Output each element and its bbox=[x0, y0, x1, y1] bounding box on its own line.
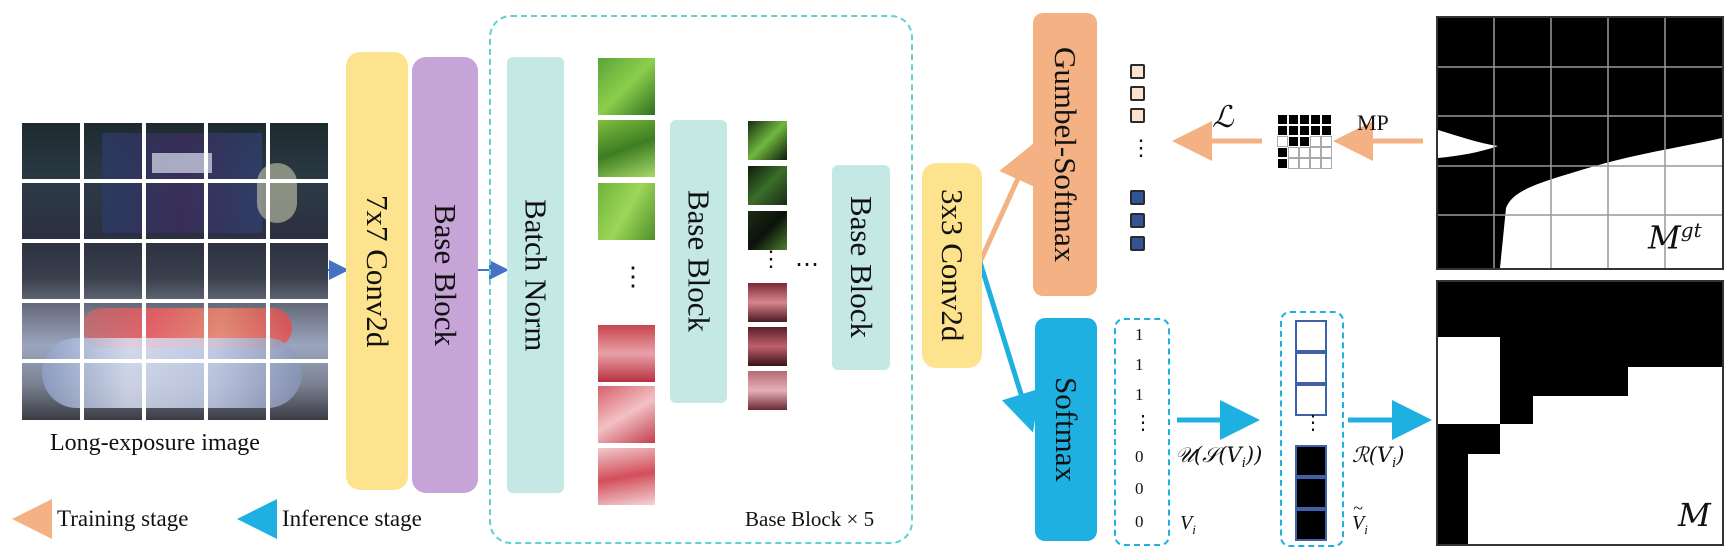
vi-value-0: 1 bbox=[1135, 325, 1144, 344]
vi-tilde-cell-6 bbox=[1295, 509, 1327, 541]
feature-map-small-3 bbox=[748, 211, 787, 250]
mp-label: MP bbox=[1357, 110, 1389, 135]
batch-norm-block: Batch Norm bbox=[507, 57, 564, 493]
softmax-label: Softmax bbox=[1049, 376, 1084, 483]
base-block-2-label: Base Block bbox=[681, 190, 717, 333]
vi-label: Vi bbox=[1180, 512, 1196, 537]
feature-map-small-5 bbox=[748, 327, 787, 366]
conv7-block: 7x7 Conv2d bbox=[346, 52, 408, 490]
r-function-label: ℛ(Vi) bbox=[1352, 443, 1405, 472]
vi-tilde-label: ~Vi bbox=[1352, 498, 1368, 537]
conv3-to-gumbel-arrow bbox=[977, 142, 1036, 264]
gumbel-output-square-1 bbox=[1130, 64, 1145, 79]
vi-tilde-cell-4 bbox=[1295, 445, 1327, 477]
vi-value-3: ⋮ bbox=[1133, 412, 1153, 434]
output-mask: M bbox=[1436, 280, 1724, 546]
vi-value-6: 0 bbox=[1135, 512, 1144, 531]
gumbel-output-square-4 bbox=[1130, 190, 1145, 205]
base-block-3: Base Block bbox=[832, 165, 890, 370]
feature-map-small-6 bbox=[748, 371, 787, 410]
vi-tilde-cell-3 bbox=[1295, 384, 1327, 416]
mgt-label: Mgt bbox=[1648, 218, 1702, 257]
feature-map-red-1 bbox=[598, 325, 655, 382]
gumbel-output-square-2 bbox=[1130, 86, 1145, 101]
vi-tilde-vector bbox=[1280, 311, 1344, 547]
ellipsis-vertical-2: ⋮ bbox=[760, 246, 782, 271]
feature-map-red-3 bbox=[598, 448, 655, 505]
gumbel-ellipsis: ⋮ bbox=[1130, 135, 1152, 160]
ground-truth-mask: Mgt bbox=[1436, 16, 1724, 270]
conv3-label: 3x3 Conv2d bbox=[935, 189, 970, 342]
gumbel-output-square-6 bbox=[1130, 236, 1145, 251]
pooled-mask-grid bbox=[1277, 114, 1332, 169]
base-block-repeat-container bbox=[489, 15, 913, 544]
feature-map-small-2 bbox=[748, 166, 787, 205]
base-block-2: Base Block bbox=[670, 120, 727, 403]
conv7-label: 7x7 Conv2d bbox=[360, 194, 395, 348]
vi-tilde-cell-1 bbox=[1295, 320, 1327, 352]
softmax-block: Softmax bbox=[1035, 318, 1097, 541]
loss-symbol: ℒ bbox=[1212, 100, 1234, 135]
ellipsis-horizontal: ⋯ bbox=[795, 252, 819, 278]
vi-value-4: 0 bbox=[1135, 447, 1144, 466]
legend-inference-label: Inference stage bbox=[282, 506, 422, 531]
gumbel-softmax-label: Gumbel-Softmax bbox=[1048, 46, 1083, 263]
u-function-label: 𝒰(𝒮(Vi)) bbox=[1175, 443, 1263, 472]
conv3-block: 3x3 Conv2d bbox=[922, 163, 982, 368]
vi-value-2: 1 bbox=[1135, 385, 1144, 404]
vi-tilde-cell-2 bbox=[1295, 352, 1327, 384]
gumbel-output-square-3 bbox=[1130, 108, 1145, 123]
batch-norm-label: Batch Norm bbox=[518, 198, 554, 352]
feature-map-green-1 bbox=[598, 58, 655, 115]
long-exposure-image bbox=[22, 123, 328, 420]
gumbel-output-square-5 bbox=[1130, 213, 1145, 228]
base-block-repeat-label: Base Block × 5 bbox=[745, 507, 875, 531]
legend-training-label: Training stage bbox=[57, 506, 189, 531]
vi-value-1: 1 bbox=[1135, 355, 1144, 374]
feature-map-small-1 bbox=[748, 121, 787, 160]
vi-tilde-cell-5 bbox=[1295, 477, 1327, 509]
feature-map-small-4 bbox=[748, 283, 787, 322]
base-block-3-label: Base Block bbox=[844, 196, 879, 339]
gumbel-softmax-block: Gumbel-Softmax bbox=[1033, 13, 1097, 296]
vi-value-5: 0 bbox=[1135, 479, 1144, 498]
base-block-1: Base Block bbox=[412, 57, 478, 493]
input-caption: Long-exposure image bbox=[50, 430, 260, 456]
conv3-to-softmax-arrow bbox=[977, 261, 1041, 433]
vi-vector bbox=[1114, 318, 1170, 546]
feature-map-green-3 bbox=[598, 183, 655, 240]
feature-map-green-2 bbox=[598, 120, 655, 177]
vi-tilde-ellipsis: ⋮ bbox=[1303, 412, 1323, 434]
m-label: M bbox=[1678, 496, 1711, 534]
base-block-1-label: Base Block bbox=[428, 203, 463, 347]
ellipsis-vertical-1: ⋮ bbox=[620, 262, 646, 291]
feature-map-red-2 bbox=[598, 386, 655, 443]
